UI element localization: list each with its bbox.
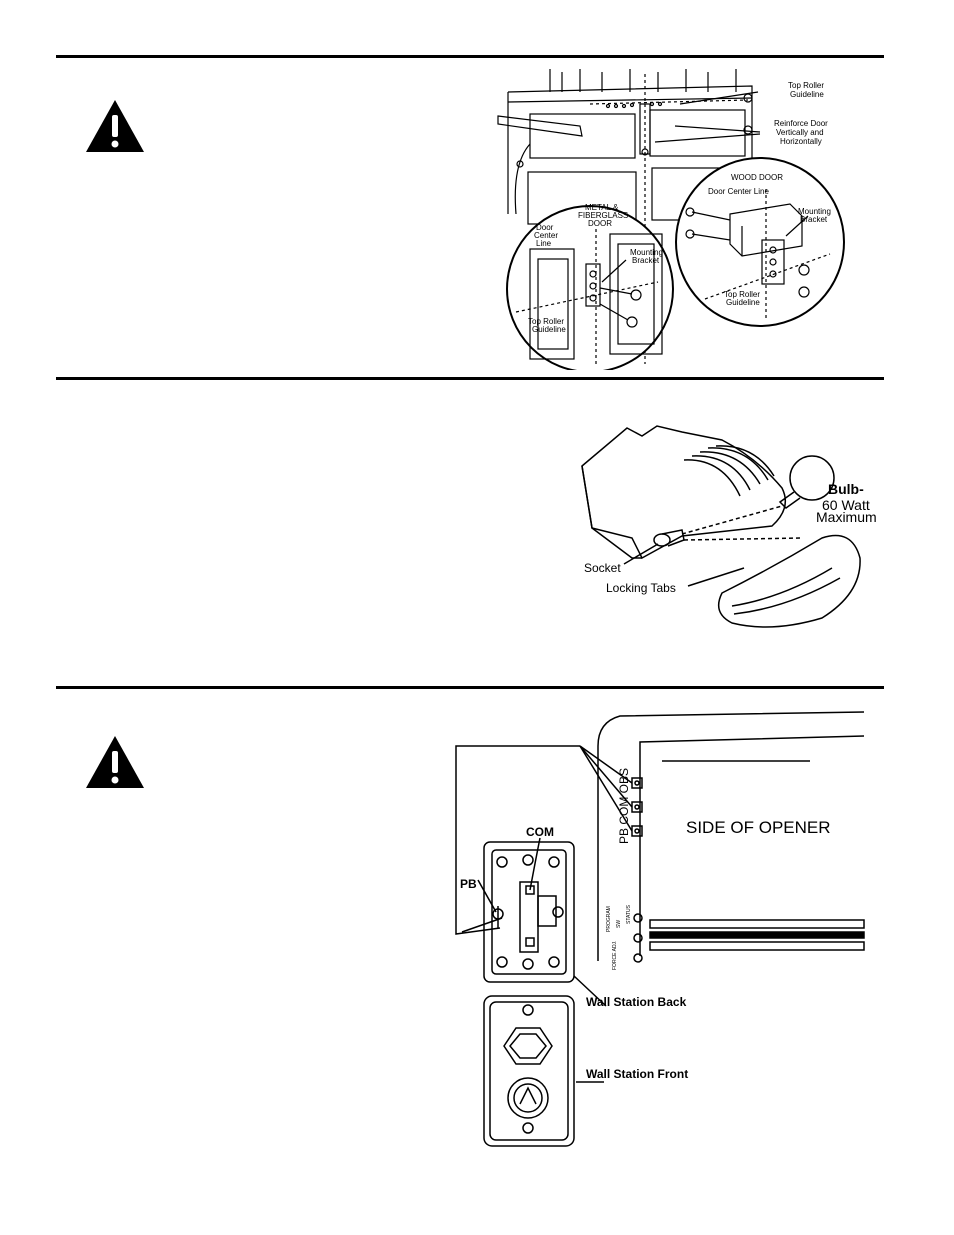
warning-triangle-icon — [86, 736, 144, 788]
section-divider-top — [56, 55, 884, 58]
label-wood-top-roller: Top Roller — [724, 290, 760, 299]
label-mounting-bracket: Mounting — [630, 248, 663, 257]
label-com: COM — [526, 825, 554, 839]
label-bulb: Bulb- — [828, 481, 864, 497]
label-mounting-bracket: Bracket — [632, 256, 660, 265]
label-metal-top-roller: Guideline — [532, 325, 566, 334]
label-sw: SW — [616, 920, 622, 928]
warning-triangle-icon — [86, 100, 144, 152]
door-reinforcement-diagram: Top Roller Guideline Reinforce Door Vert… — [497, 69, 845, 370]
label-wood-top-roller: Guideline — [726, 298, 760, 307]
section-divider-bottom — [56, 686, 884, 689]
label-bulb: 60 Watt — [822, 497, 870, 513]
label-wall-station-back: Wall Station Back — [586, 995, 687, 1009]
label-wood-mounting: Bracket — [800, 215, 828, 224]
wall-station-wiring-diagram: SIDE OF OPENER PB COM OBS COM PB Wall St… — [455, 711, 865, 1147]
label-reinforce: Horizontally — [780, 137, 822, 146]
label-door-center: Center — [534, 231, 558, 240]
label-socket: Socket — [584, 561, 621, 575]
label-force-adj: FORCE ADJ. — [612, 941, 618, 970]
light-bulb-diagram: Bulb- 60 Watt Maximum Socket Locking Tab… — [581, 425, 877, 628]
label-wood-center-line: Door Center Line — [708, 187, 769, 196]
label-metal-door: FIBERGLASS — [578, 211, 628, 220]
label-wood-mounting: Mounting — [798, 207, 831, 216]
label-reinforce: Reinforce Door — [774, 119, 828, 128]
section-divider-middle — [56, 377, 884, 380]
label-metal-top-roller: Top Roller — [528, 317, 564, 326]
label-top-roller: Guideline — [790, 90, 824, 99]
label-metal-door: DOOR — [588, 219, 612, 228]
label-program: PROGRAM — [606, 906, 612, 932]
label-terminals: PB COM OBS — [617, 768, 631, 844]
label-status: STATUS — [626, 904, 632, 924]
label-reinforce: Vertically and — [776, 128, 824, 137]
label-door-center: Line — [536, 239, 552, 248]
label-top-roller: Top Roller — [788, 81, 824, 90]
label-door-center: Door — [536, 223, 554, 232]
label-locking-tabs: Locking Tabs — [606, 581, 676, 595]
label-bulb: Maximum — [816, 509, 877, 525]
label-wood-door: WOOD DOOR — [731, 173, 783, 182]
label-side-of-opener: SIDE OF OPENER — [686, 818, 831, 837]
label-wall-station-front: Wall Station Front — [586, 1067, 688, 1081]
label-metal-door: METAL & — [585, 203, 619, 212]
label-pb: PB — [460, 877, 477, 891]
